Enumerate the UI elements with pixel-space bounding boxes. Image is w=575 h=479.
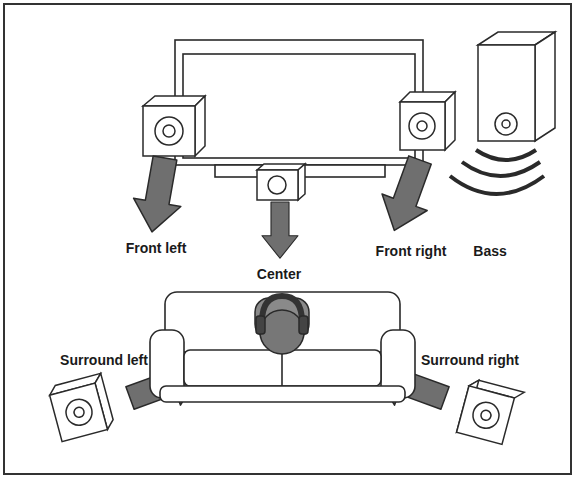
sofa (150, 292, 415, 402)
subwoofer (450, 32, 555, 194)
speaker-label: Surround left (60, 352, 148, 369)
television (175, 40, 423, 177)
speaker-label: Center (257, 266, 301, 283)
surround-left-speaker (48, 373, 116, 441)
speaker-label: Front left (126, 240, 187, 257)
center-speaker (257, 164, 305, 200)
sound-arrow (372, 152, 443, 239)
speaker-label: Surround right (421, 352, 519, 369)
surround-right-speaker (457, 378, 525, 446)
sound-arrow (262, 202, 298, 258)
front-right-speaker (400, 92, 455, 150)
front-left-speaker (143, 96, 205, 156)
listener (255, 296, 309, 354)
sound-arrow (128, 154, 188, 236)
frame (4, 4, 571, 474)
speaker-label: Bass (473, 243, 506, 260)
speaker-label: Front right (376, 243, 447, 260)
